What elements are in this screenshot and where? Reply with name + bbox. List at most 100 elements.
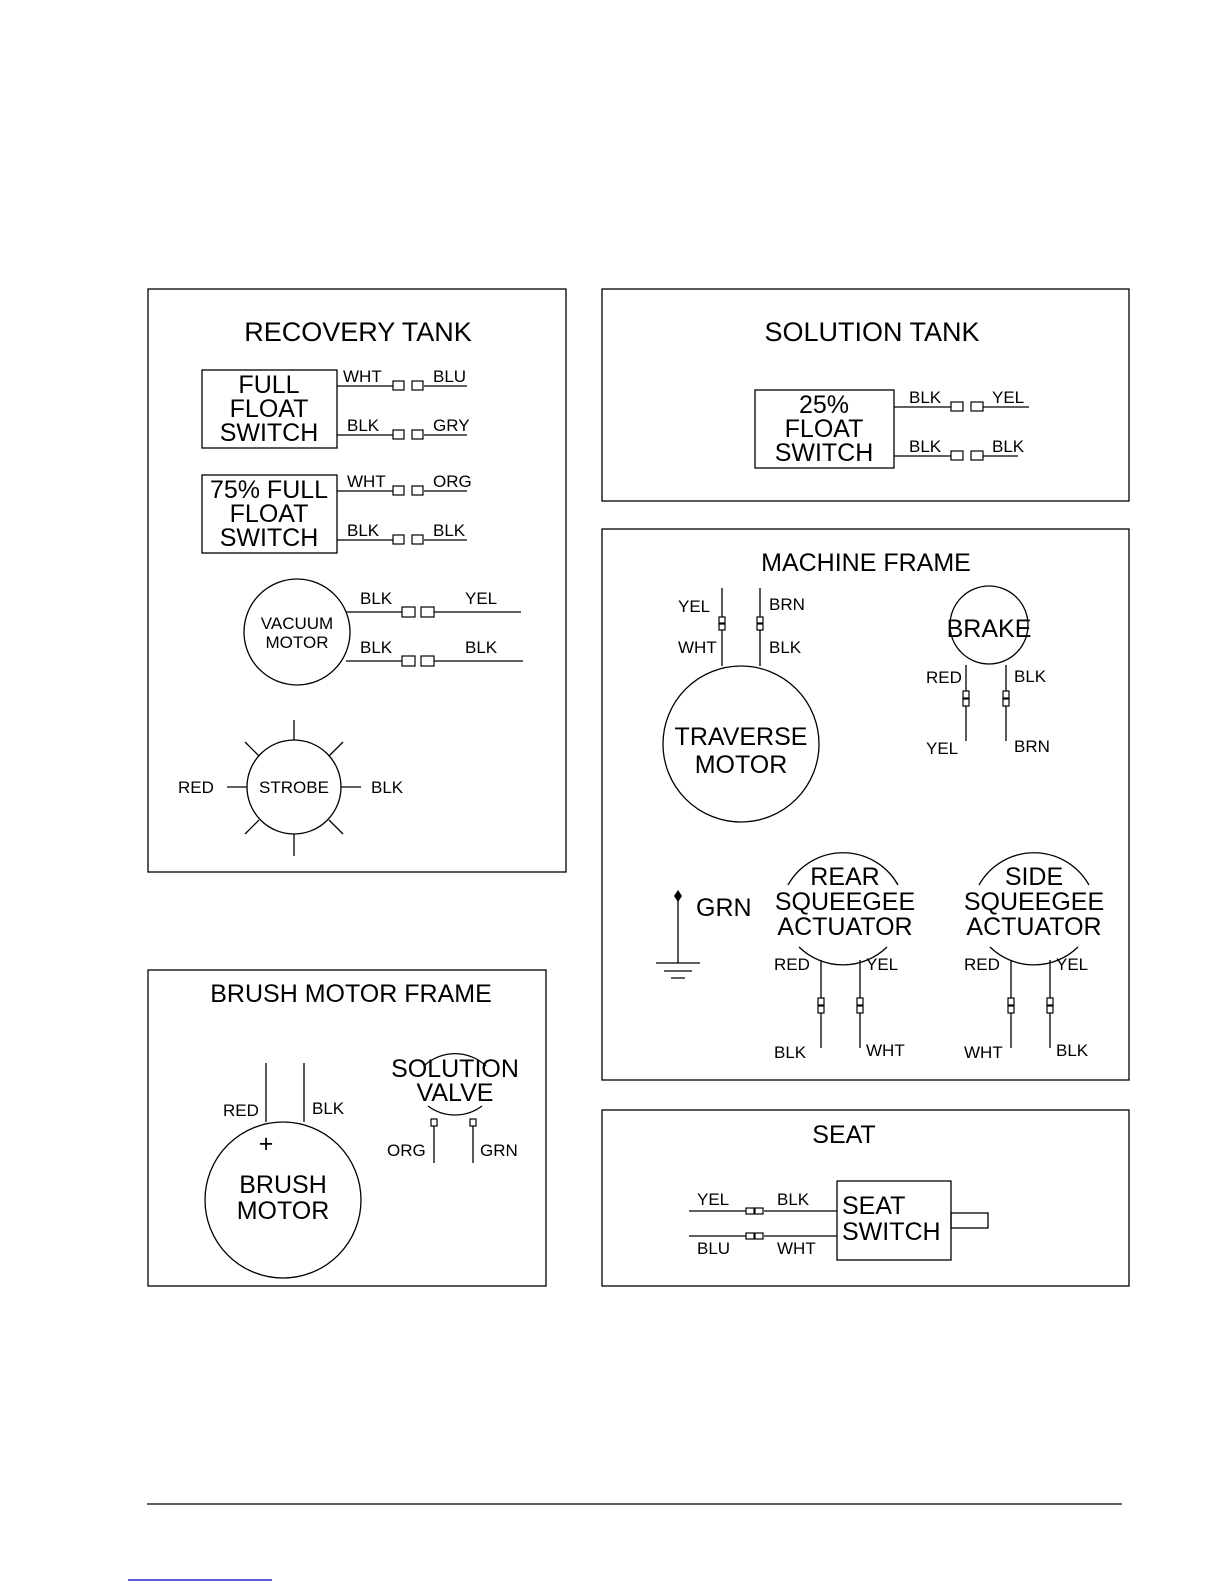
- wire-label: BLK: [909, 437, 942, 456]
- seat-switch-label-2: SWITCH: [842, 1218, 941, 1246]
- side-actuator-label-3: ACTUATOR: [966, 913, 1101, 941]
- wire-label: RED: [964, 955, 1000, 974]
- connector: [1046, 1005, 1054, 1014]
- connector: [856, 1005, 864, 1014]
- seat-switch: SEAT SWITCH YEL BLK BLU WHT: [689, 1180, 989, 1261]
- brake-circle: [949, 585, 1029, 665]
- connector: [420, 655, 435, 667]
- wire-label: BLK: [1056, 1041, 1089, 1060]
- wire-label: YEL: [926, 739, 958, 758]
- brush-motor-label-1: BRUSH: [239, 1171, 327, 1199]
- connector: [401, 606, 416, 618]
- traverse-motor: YEL BRN WHT BLK TRAVERSE MOTOR: [662, 588, 820, 823]
- connector: [401, 655, 416, 667]
- wire-label: BLK: [465, 638, 498, 657]
- traverse-motor-label-2: MOTOR: [695, 751, 788, 779]
- side-actuator-wires: [1010, 960, 1051, 1048]
- wire-label: GRN: [480, 1141, 518, 1160]
- wire-label: BLK: [774, 1043, 807, 1062]
- connector: [430, 1118, 438, 1127]
- connector: [411, 534, 424, 545]
- wire-label: BRN: [769, 595, 805, 614]
- float-75-label-2: FLOAT: [230, 500, 309, 528]
- seat-frame: [601, 1109, 1130, 1287]
- connector: [950, 450, 964, 461]
- float-75-label-3: SWITCH: [220, 524, 319, 552]
- wire-label: BLK: [777, 1190, 810, 1209]
- wire-label: WHT: [866, 1041, 905, 1060]
- float-25-label-3: SWITCH: [775, 439, 874, 467]
- connector: [411, 429, 424, 440]
- wire-label: WHT: [777, 1239, 816, 1258]
- connector: [1002, 690, 1010, 699]
- machine-frame-title: MACHINE FRAME: [761, 549, 971, 577]
- solution-tank-frame: [601, 288, 1130, 502]
- brush-motor-circle: [204, 1121, 362, 1279]
- wire-label: BLK: [347, 521, 380, 540]
- wire-label: BLK: [347, 416, 380, 435]
- brush-motor: RED BLK + BRUSH MOTOR: [204, 1063, 362, 1279]
- wire-label: RED: [178, 778, 214, 797]
- connector: [718, 616, 726, 624]
- connector: [950, 401, 964, 412]
- connector: [392, 429, 405, 440]
- recovery-tank-panel: RECOVERY TANK FULL FLOAT SWITCH WHT BLU …: [147, 288, 567, 873]
- wire-label: YEL: [866, 955, 898, 974]
- wire-label: GRY: [433, 416, 470, 435]
- float-25-label-1: 25%: [799, 391, 849, 419]
- float-75-label-1: 75% FULL: [210, 476, 328, 504]
- wire-label: WHT: [347, 472, 386, 491]
- full-float-switch: FULL FLOAT SWITCH WHT BLU BLK GRY: [201, 367, 470, 449]
- connector: [1046, 997, 1054, 1006]
- rear-actuator-label-1: REAR: [810, 863, 879, 891]
- wire-label: WHT: [964, 1043, 1003, 1062]
- wire-label: ORG: [387, 1141, 426, 1160]
- wire-label: RED: [926, 668, 962, 687]
- wire-label: BLK: [909, 388, 942, 407]
- connector: [392, 534, 405, 545]
- solution-valve: SOLUTION VALVE ORG GRN: [387, 1053, 519, 1163]
- solution-valve-wires: [433, 1126, 474, 1163]
- connector: [745, 1207, 755, 1215]
- ground-terminal-icon: [674, 890, 682, 902]
- connector: [718, 623, 726, 631]
- wire-label: BLK: [769, 638, 802, 657]
- wire-label: YEL: [678, 597, 710, 616]
- seat-panel: SEAT SEAT SWITCH YEL BLK BLU WHT: [601, 1109, 1130, 1287]
- wire-label: BRN: [1014, 737, 1050, 756]
- connector: [817, 997, 825, 1006]
- brake-label: BRAKE: [947, 615, 1032, 643]
- brush-motor-wires: [265, 1063, 305, 1122]
- machine-frame-panel: MACHINE FRAME YEL BRN WHT BLK TRAVERSE M…: [601, 528, 1130, 1081]
- brake-wires: [965, 665, 1007, 741]
- traverse-motor-label-1: TRAVERSE: [675, 723, 808, 751]
- solution-valve-arcs: [423, 1053, 487, 1116]
- side-squeegee-actuator: SIDE SQUEEGEE ACTUATOR RED YEL WHT BLK: [964, 852, 1104, 1062]
- side-actuator-arcs: [978, 852, 1090, 966]
- full-float-label-1: FULL: [238, 371, 299, 399]
- connector: [1002, 698, 1010, 707]
- connector: [392, 485, 405, 496]
- connector: [754, 1232, 764, 1240]
- connector: [469, 1118, 477, 1127]
- float-25-switch: 25% FLOAT SWITCH BLK YEL BLK BLK: [754, 388, 1029, 469]
- solution-valve-label-2: VALVE: [417, 1079, 494, 1107]
- vacuum-motor-label-1: VACUUM: [261, 614, 333, 633]
- wire-label: BLK: [1014, 667, 1047, 686]
- full-float-label-3: SWITCH: [220, 419, 319, 447]
- recovery-tank-title: RECOVERY TANK: [244, 317, 472, 347]
- ground-symbol-icon: [656, 898, 700, 979]
- side-actuator-label-1: SIDE: [1005, 863, 1063, 891]
- connector: [962, 690, 970, 699]
- wire-label: BLK: [371, 778, 404, 797]
- connector: [1007, 1005, 1015, 1014]
- float-25-switch-box: [754, 389, 895, 469]
- connector: [411, 485, 424, 496]
- float-75-switch-box: [201, 474, 338, 554]
- strobe-rays: [227, 720, 361, 856]
- rear-actuator-label-2: SQUEEGEE: [775, 888, 915, 916]
- wire-label: BLK: [992, 437, 1025, 456]
- solution-valve-label-1: SOLUTION: [391, 1055, 519, 1083]
- full-float-label-2: FLOAT: [230, 395, 309, 423]
- wire-label: WHT: [343, 367, 382, 386]
